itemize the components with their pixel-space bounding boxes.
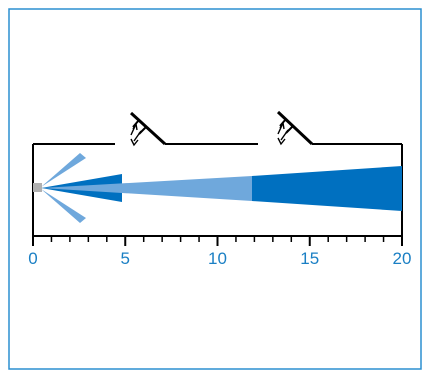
side-lobe-upper [41,153,86,187]
tick-label: 10 [208,249,227,268]
tick-label: 0 [28,249,37,268]
mid-field-beam [41,176,252,201]
tick-label: 5 [121,249,130,268]
outer-border [8,8,422,370]
far-field-beam [252,166,402,211]
sensor-source-icon [33,183,42,192]
minor-ticks [50,236,385,242]
tick-label: 15 [300,249,319,268]
reflector-mirror-icon [276,110,314,146]
side-lobe-lower [41,189,86,223]
reflector-mirror-icon [129,111,167,147]
tick-labels: 0 5 10 15 20 [28,249,411,268]
major-ticks [32,236,403,246]
detection-beam [41,153,402,223]
tick-label: 20 [393,249,412,268]
